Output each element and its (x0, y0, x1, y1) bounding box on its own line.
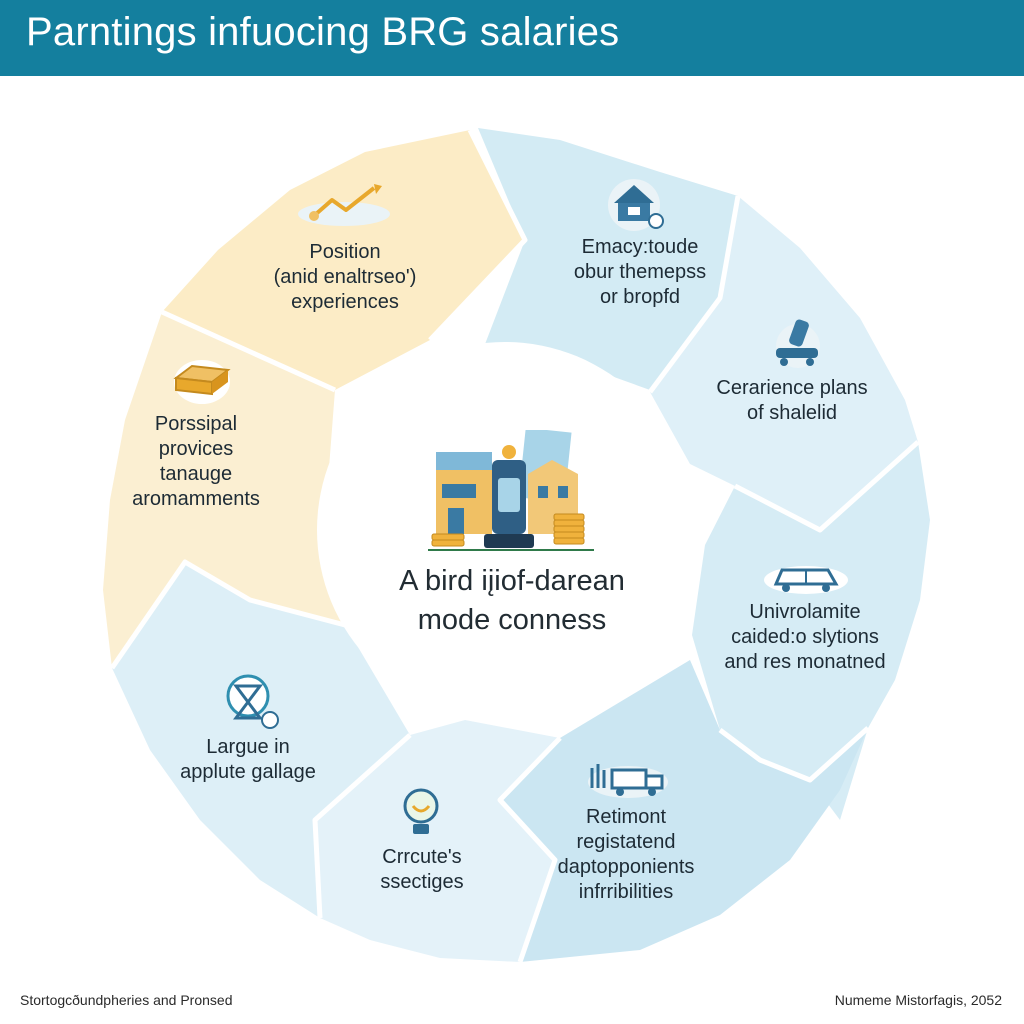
segment-label-retimont: Retimont registatend daptopponients infr… (516, 805, 736, 905)
segment-label-line: ssectiges (380, 871, 464, 893)
segment-label-line: Largue in (206, 736, 290, 758)
segment-largue (112, 562, 410, 918)
buildings-and-coins-illustration (428, 430, 594, 551)
money-stack-icon (173, 360, 231, 404)
hourglass-dollar-icon (226, 674, 279, 729)
segment-crrcute (315, 720, 560, 962)
segment-label-line: Position (309, 241, 381, 263)
segment-label-line: Retimont (585, 806, 667, 828)
segment-label-line: or bropfd (599, 286, 681, 308)
footer-credit: Numeme Mistorfagis, 2052 (834, 992, 1002, 1008)
factory-truck-icon (588, 764, 668, 798)
footer-source: Stortogcðundpheries and Pronsed (20, 992, 233, 1008)
robot-cart-icon (776, 319, 820, 368)
segment-label-line: (anid enaltrseo') (273, 266, 417, 288)
segment-label-porssipal: Porssipal provices tanauge aromamments (106, 412, 286, 512)
segment-label-largue: Largue in applute gallage (150, 735, 346, 785)
segment-label-line: Emacy:toude (581, 236, 699, 258)
page-title: Parntings infuocing BRG salaries (26, 10, 620, 54)
lightbulb-icon (403, 788, 439, 834)
segment-label-line: daptopponients (557, 856, 695, 878)
segment-label-position: Position (anid enaltrseo') experiences (225, 240, 465, 315)
segment-label-line: tanauge (159, 463, 233, 485)
segment-label-line: obur themepss (573, 261, 707, 283)
segment-label-line: experiences (291, 291, 399, 313)
segment-label-line: and res monatned (724, 651, 886, 673)
segment-label-crrcute: Crrcute's ssectiges (332, 845, 512, 895)
segment-label-line: of shalelid (746, 402, 838, 424)
segment-porssipal (103, 312, 345, 668)
segment-position (162, 130, 525, 390)
segment-label-univrolamite: Univrolamite caided:o slytions and res m… (700, 600, 910, 675)
segment-univrolamite (692, 442, 930, 820)
chart-trend-icon (298, 184, 390, 226)
car-icon (764, 566, 848, 594)
segment-label-line: Crrcute's (382, 846, 462, 868)
segment-label-line: Univrolamite (749, 601, 861, 623)
segment-label-line: aromamments (132, 488, 260, 510)
segment-retimont (500, 660, 868, 962)
center-label-line-2: mode conness (417, 604, 607, 636)
center-label: A bird iįiof-darean mode conness (322, 562, 702, 640)
title-banner: Parntings infuocing BRG salaries (0, 0, 1024, 76)
center-label-line-1: A bird iįiof-darean (399, 565, 625, 597)
segment-label-line: Porssipal (154, 413, 238, 435)
segment-label-line: Cerarience plans (716, 377, 868, 399)
segment-label-line: provices (158, 438, 234, 460)
segment-label-cerarience: Cerarience plans of shalelid (692, 376, 892, 426)
segment-emacy (478, 128, 738, 390)
segment-label-line: infrribilities (578, 881, 674, 903)
segment-label-line: registatend (576, 831, 676, 853)
segment-label-line: caided:o slytions (731, 626, 879, 648)
segment-label-line: applute gallage (180, 761, 316, 783)
house-icon (608, 179, 664, 231)
segment-label-emacy: Emacy:toude obur themepss or bropfd (530, 235, 750, 310)
